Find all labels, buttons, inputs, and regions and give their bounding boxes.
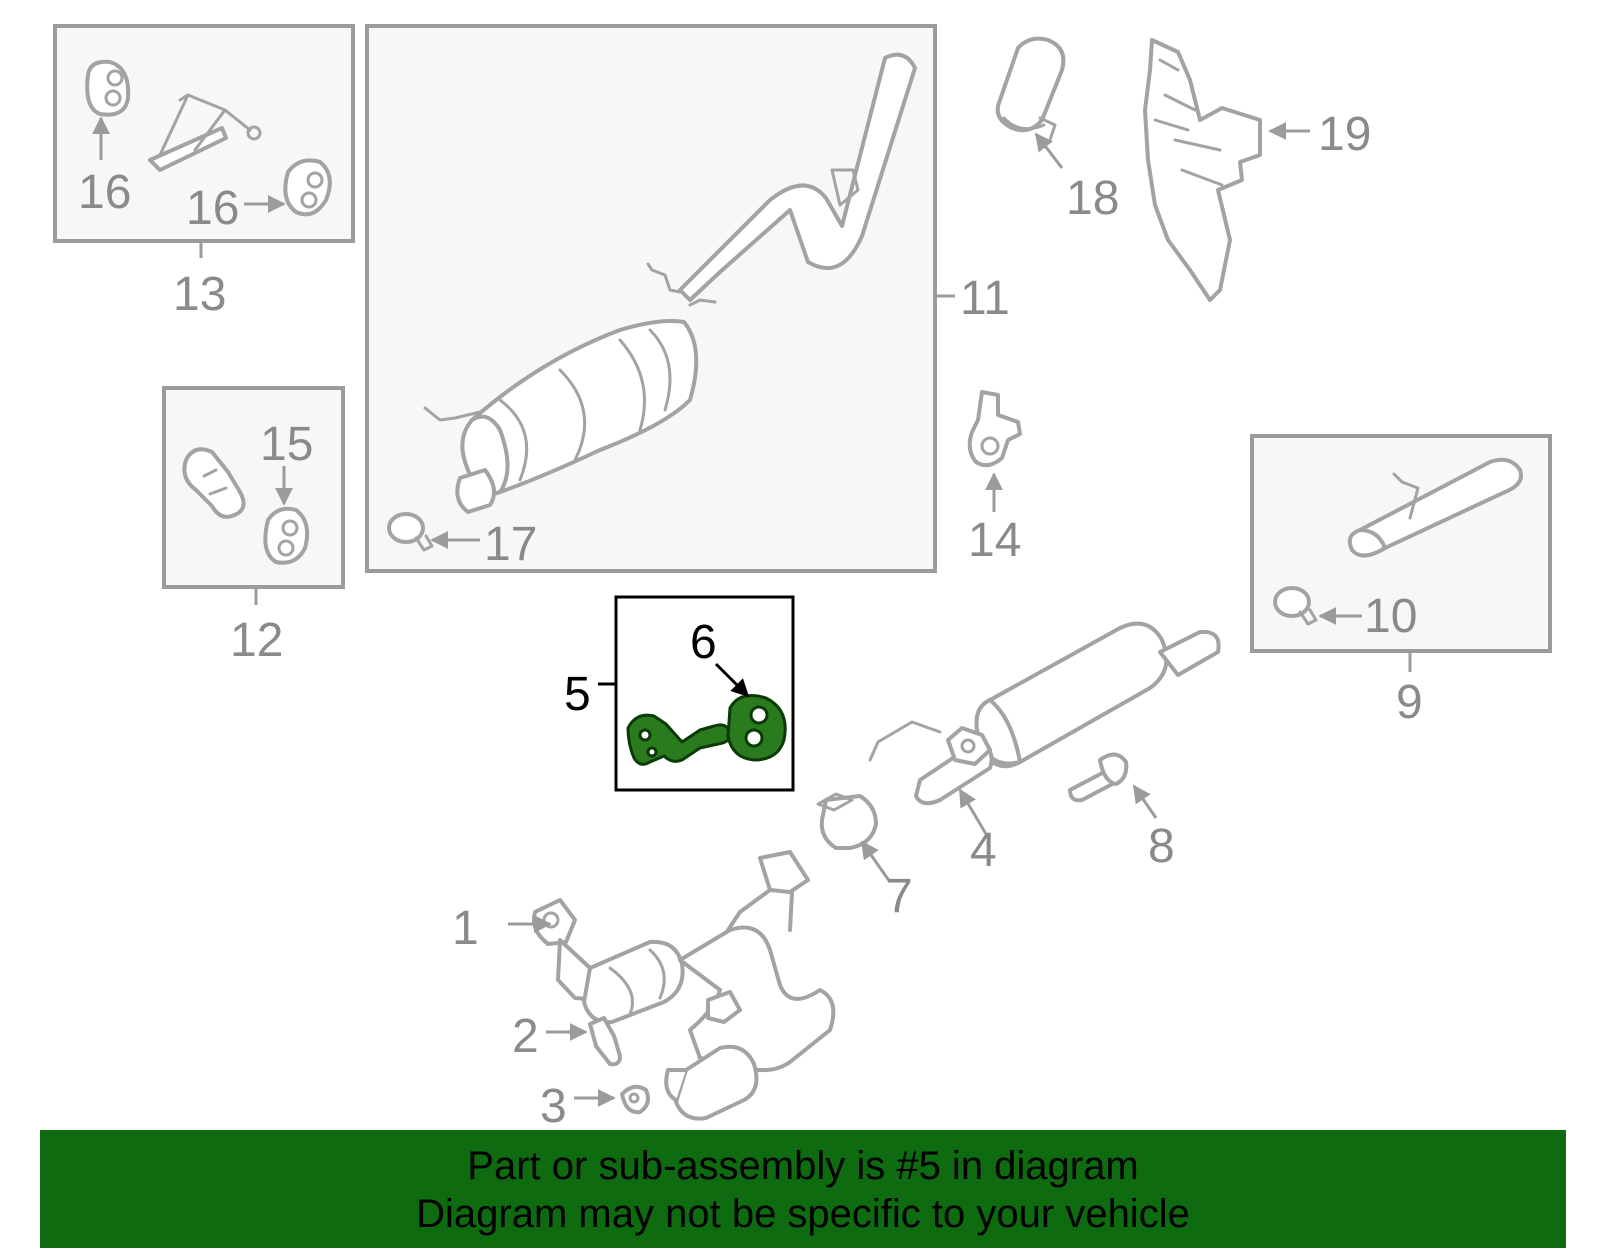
callout-15: 15 xyxy=(260,418,313,471)
callout-3: 3 xyxy=(540,1080,567,1133)
insulator-highlighted[interactable] xyxy=(726,694,787,762)
heat-shield-part[interactable] xyxy=(1143,38,1262,302)
callout-16: 16 xyxy=(78,166,131,219)
group-box-12[interactable]: 15 xyxy=(162,386,345,589)
callout-14: 14 xyxy=(968,514,1021,567)
clamp-part[interactable] xyxy=(387,512,434,552)
group-box-9[interactable]: 10 xyxy=(1250,434,1552,653)
group-box-13[interactable]: 16 16 xyxy=(53,24,355,243)
info-banner: Part or sub-assembly is #5 in diagram Di… xyxy=(40,1130,1566,1248)
callout-7: 7 xyxy=(886,870,913,923)
clamp-part[interactable] xyxy=(1273,586,1318,626)
nut-part[interactable] xyxy=(620,1084,650,1115)
oxygen-sensor-part[interactable] xyxy=(588,1016,622,1067)
callout-12: 12 xyxy=(230,614,283,667)
tailpipe-extension-part[interactable] xyxy=(995,36,1066,142)
callout-10: 10 xyxy=(1364,590,1417,643)
tailpipe-part[interactable] xyxy=(1347,457,1523,558)
callout-18: 18 xyxy=(1066,172,1119,225)
clamp-part[interactable] xyxy=(816,792,878,850)
group-box-11[interactable]: 17 xyxy=(365,24,937,573)
callout-8: 8 xyxy=(1148,820,1175,873)
callout-9: 9 xyxy=(1396,676,1423,729)
banner-line-part-number: Part or sub-assembly is #5 in diagram xyxy=(467,1144,1139,1188)
hanger-insulator-part[interactable] xyxy=(263,506,310,565)
callout-5: 5 xyxy=(564,668,591,721)
callout-13: 13 xyxy=(173,268,226,321)
callout-4: 4 xyxy=(970,824,997,877)
callout-17: 17 xyxy=(484,518,537,571)
callout-16: 16 xyxy=(186,182,239,235)
muffler-tailpipe-assembly[interactable] xyxy=(423,52,917,514)
callout-19: 19 xyxy=(1318,108,1371,161)
callout-11: 11 xyxy=(960,272,1010,325)
intermediate-pipe-muffler-part[interactable] xyxy=(868,621,1221,806)
front-pipe-converter-part[interactable] xyxy=(531,850,836,1121)
callout-1: 1 xyxy=(452,902,479,955)
exhaust-hanger-part[interactable] xyxy=(182,447,246,519)
callout-2: 2 xyxy=(512,1010,539,1063)
banner-line-disclaimer: Diagram may not be specific to your vehi… xyxy=(416,1192,1190,1236)
hanger-bracket-highlighted[interactable] xyxy=(626,713,732,766)
bolt-part[interactable] xyxy=(1068,752,1129,803)
hanger-bracket-part[interactable] xyxy=(967,390,1022,468)
bracket-part[interactable] xyxy=(148,93,262,172)
hanger-insulator-part[interactable] xyxy=(85,59,131,117)
callout-6: 6 xyxy=(690,616,717,669)
highlighted-box-5[interactable]: 6 xyxy=(614,595,795,792)
hanger-insulator-part[interactable] xyxy=(283,158,332,217)
